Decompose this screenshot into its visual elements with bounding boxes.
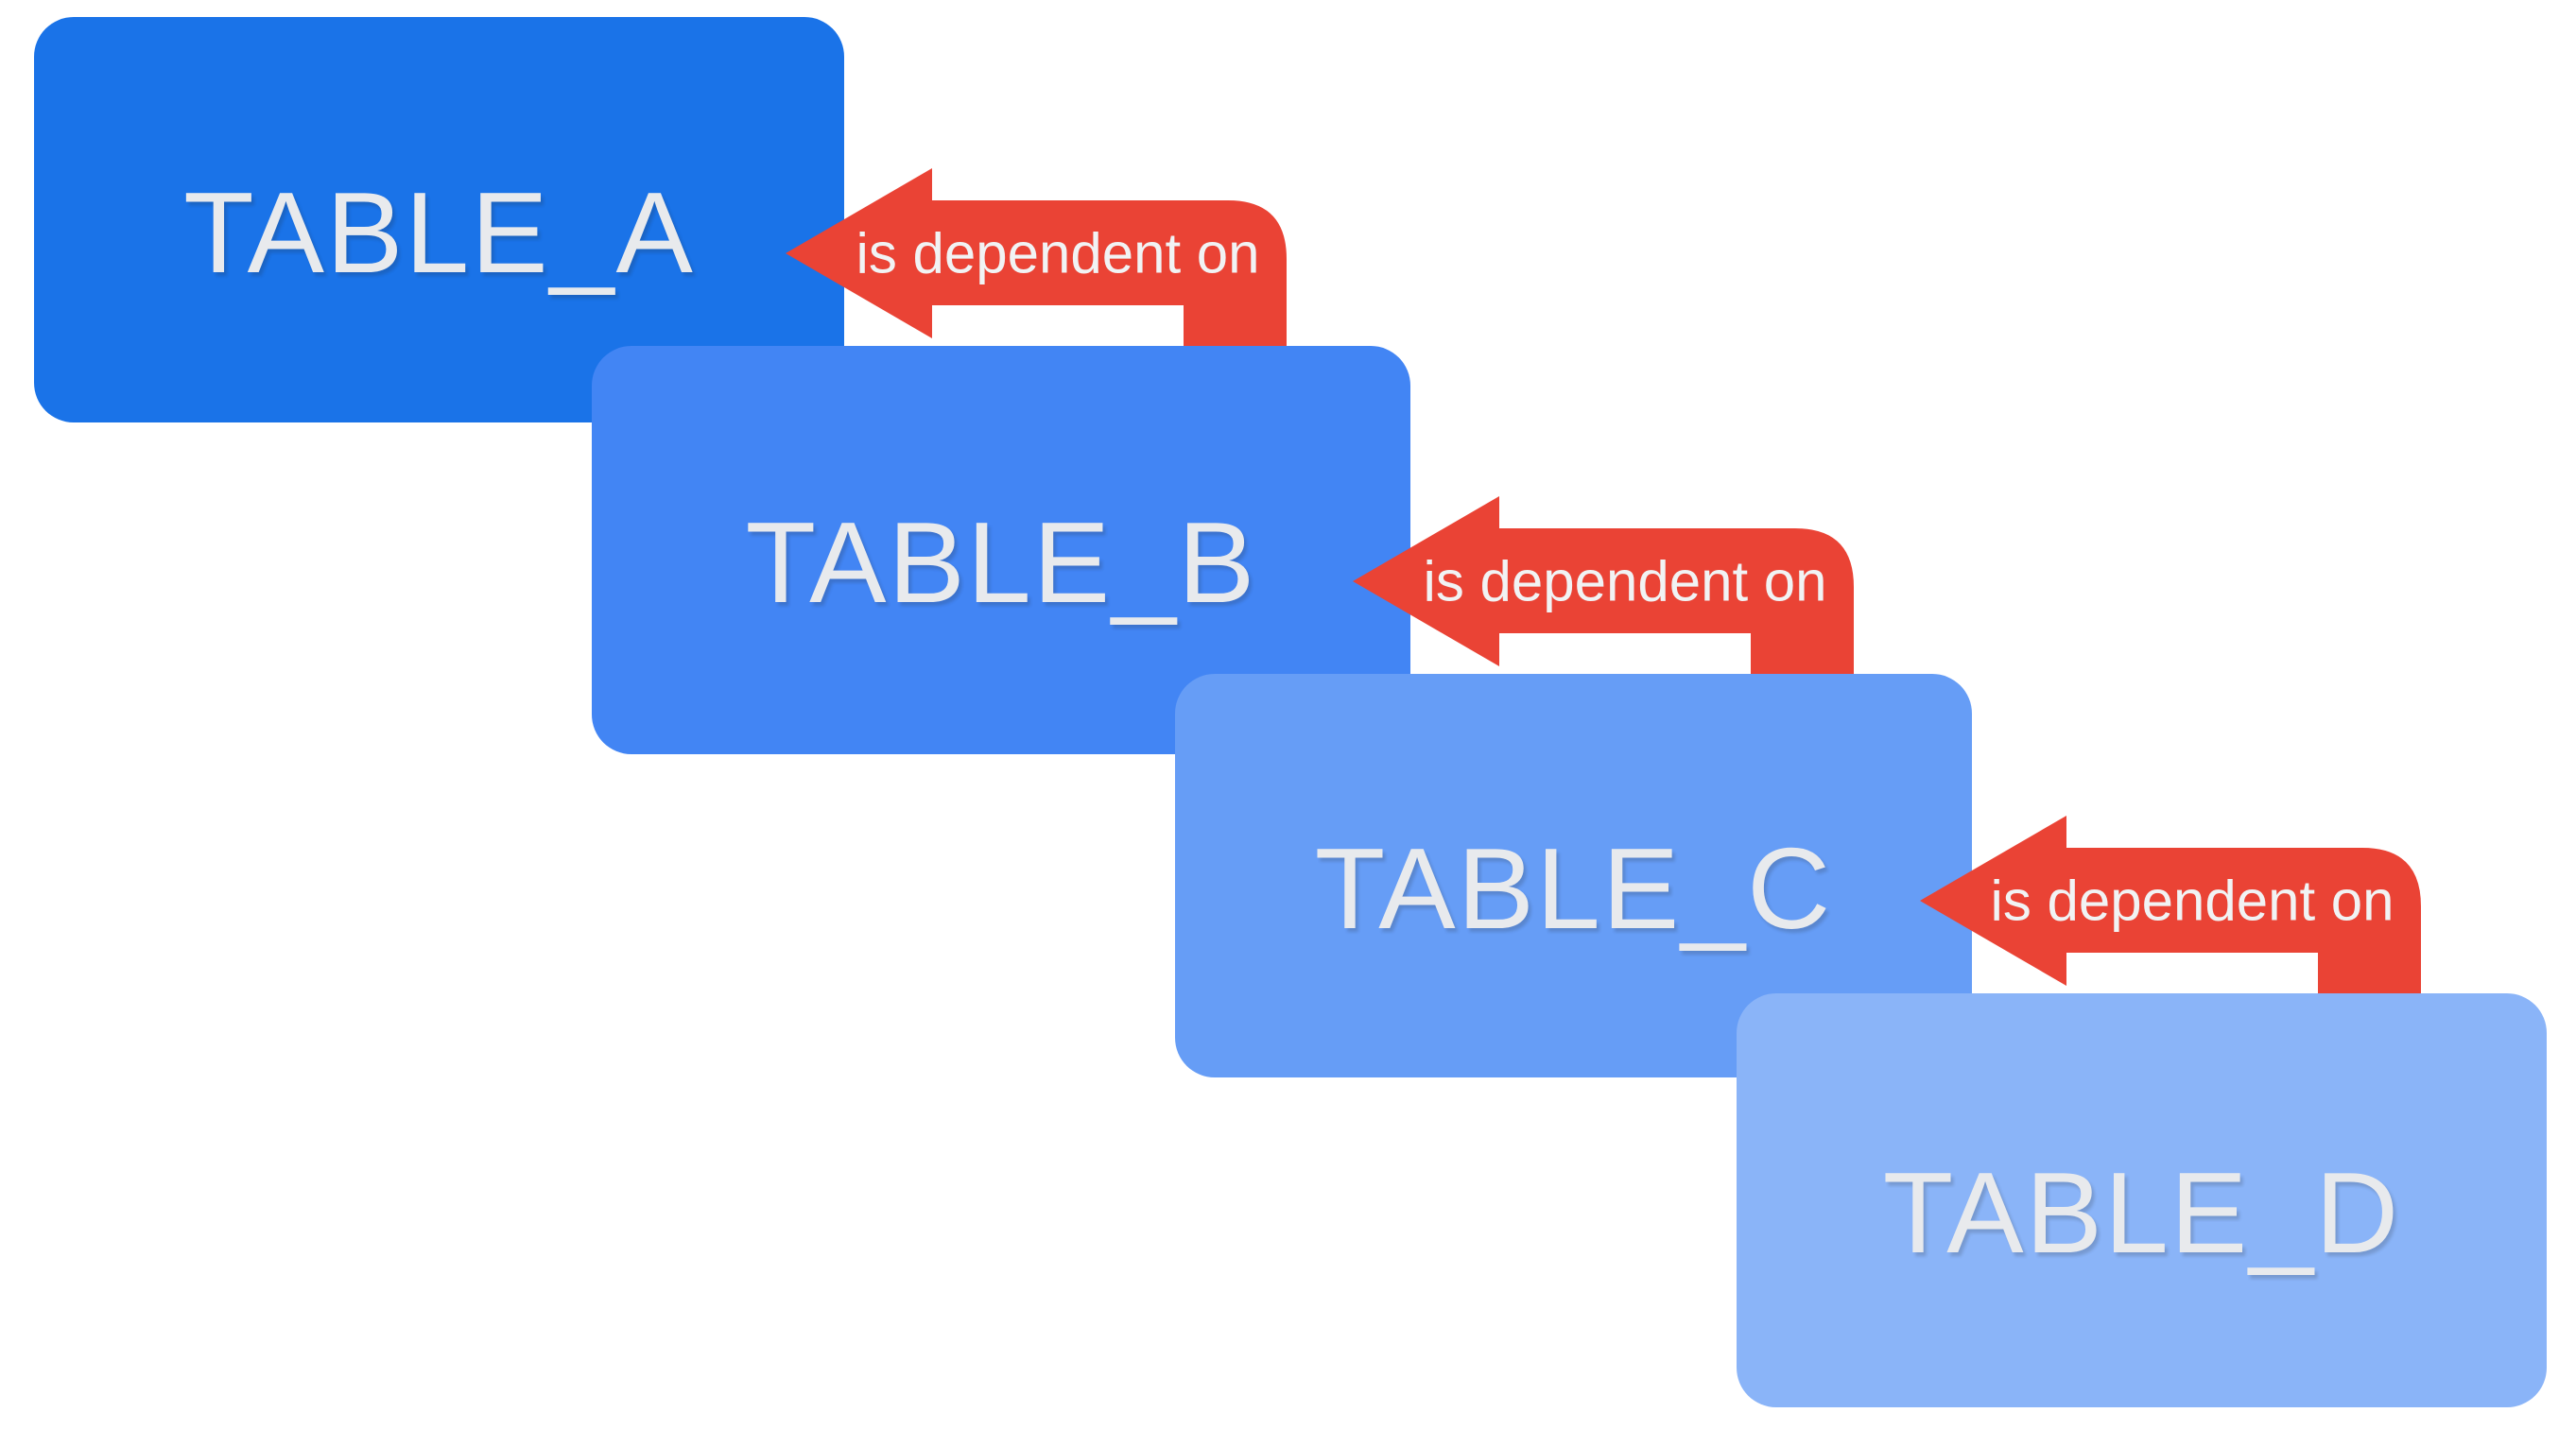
arrow-b-depends-on-a: is dependent on [786,168,1287,346]
left-elbow-arrow-shape [1920,816,2421,993]
arrow-d-depends-on-c: is dependent on [1920,816,2421,993]
table-a-box: TABLE_A [34,17,844,422]
table-d-label: TABLE_D [1882,1148,2401,1277]
left-elbow-arrow-shape [1353,496,1854,674]
arrow-label: is dependent on [856,222,1259,285]
left-elbow-arrow-shape [786,168,1287,346]
arrow-label: is dependent on [1990,870,2394,933]
table-d-box: TABLE_D [1737,993,2547,1407]
arrow-c-depends-on-b: is dependent on [1353,496,1854,674]
table-c-label: TABLE_C [1314,823,1833,953]
table-a-label: TABLE_A [183,167,695,297]
arrow-label: is dependent on [1423,550,1826,613]
table-b-label: TABLE_B [745,498,1257,627]
